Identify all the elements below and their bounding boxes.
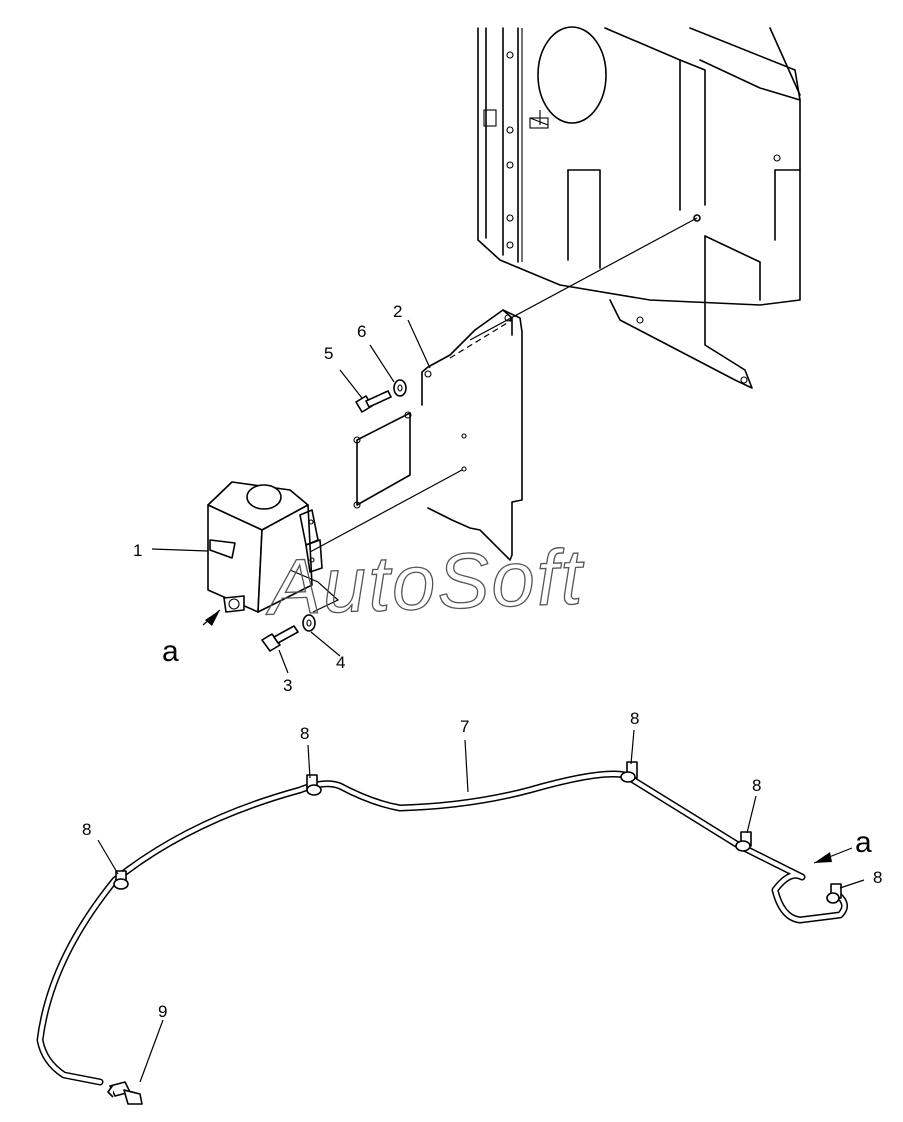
- hose-clamp: [113, 870, 129, 890]
- cab-panel: [477, 26, 801, 389]
- washer-4: [302, 614, 316, 632]
- callout-8: 8: [752, 776, 761, 795]
- hose-clamp: [306, 774, 322, 796]
- callout-2: 2: [393, 302, 402, 321]
- hose-clamp: [735, 831, 752, 852]
- callout-9: 9: [158, 1002, 167, 1021]
- washer-tank: [207, 481, 323, 613]
- callout-6: 6: [357, 322, 366, 341]
- callout-8: 8: [300, 724, 309, 743]
- callout-8: 8: [82, 820, 91, 839]
- connector-9: [107, 1081, 143, 1105]
- mounting-bracket: [353, 309, 523, 561]
- view-marker-a: a: [162, 635, 179, 668]
- washer-hose: [36, 770, 848, 1086]
- washer-6: [393, 379, 407, 397]
- callout-3: 3: [283, 676, 292, 695]
- callout-1: 1: [133, 541, 142, 560]
- bolt-5: [355, 390, 392, 413]
- bolt-3: [261, 625, 299, 652]
- hose-clamp: [826, 883, 842, 904]
- hose-clamp: [620, 761, 638, 783]
- callout-8: 8: [873, 868, 882, 887]
- callout-7: 7: [460, 717, 469, 736]
- callout-8: 8: [630, 709, 639, 728]
- callout-4: 4: [336, 653, 345, 672]
- watermark: AutoSoft: [263, 532, 586, 631]
- view-marker-a: a: [855, 826, 872, 859]
- callout-5: 5: [324, 344, 333, 363]
